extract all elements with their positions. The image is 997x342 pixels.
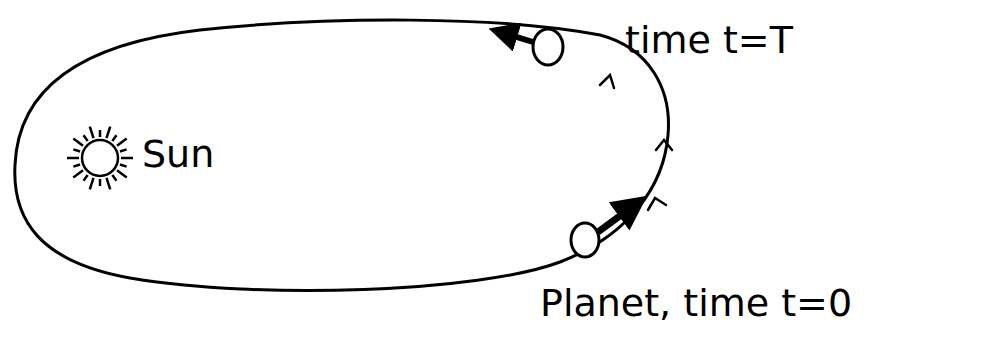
sun-ray — [73, 139, 83, 146]
planet-time-label: Planet, time t=0 — [540, 283, 852, 325]
sun-ray — [120, 164, 127, 166]
orbit-ellipse — [15, 20, 669, 290]
planet-start — [571, 204, 636, 257]
sun-ray — [90, 178, 94, 189]
sun-label: Sun — [142, 134, 214, 176]
sun-ray — [90, 127, 94, 138]
sun-ray — [121, 157, 133, 160]
sun-ray — [112, 175, 116, 181]
sun-ray — [120, 149, 127, 151]
sun-ray — [112, 135, 116, 141]
sun-ray — [117, 170, 127, 177]
sun-ray — [117, 139, 127, 146]
sun-ray — [73, 170, 83, 177]
sun-symbol — [67, 127, 133, 190]
sun-ray — [106, 127, 110, 138]
sun-ray — [67, 157, 79, 160]
sun-ray — [84, 175, 88, 181]
sun-ray — [73, 164, 80, 166]
sun-ray — [106, 178, 110, 189]
direction-ticks — [600, 75, 672, 210]
time-label: time t=T — [625, 20, 793, 62]
sun-ray — [99, 130, 102, 137]
sun-ray — [73, 149, 80, 151]
planet-later — [500, 29, 563, 65]
sun-ray — [84, 135, 88, 141]
sun-ray — [99, 179, 102, 186]
